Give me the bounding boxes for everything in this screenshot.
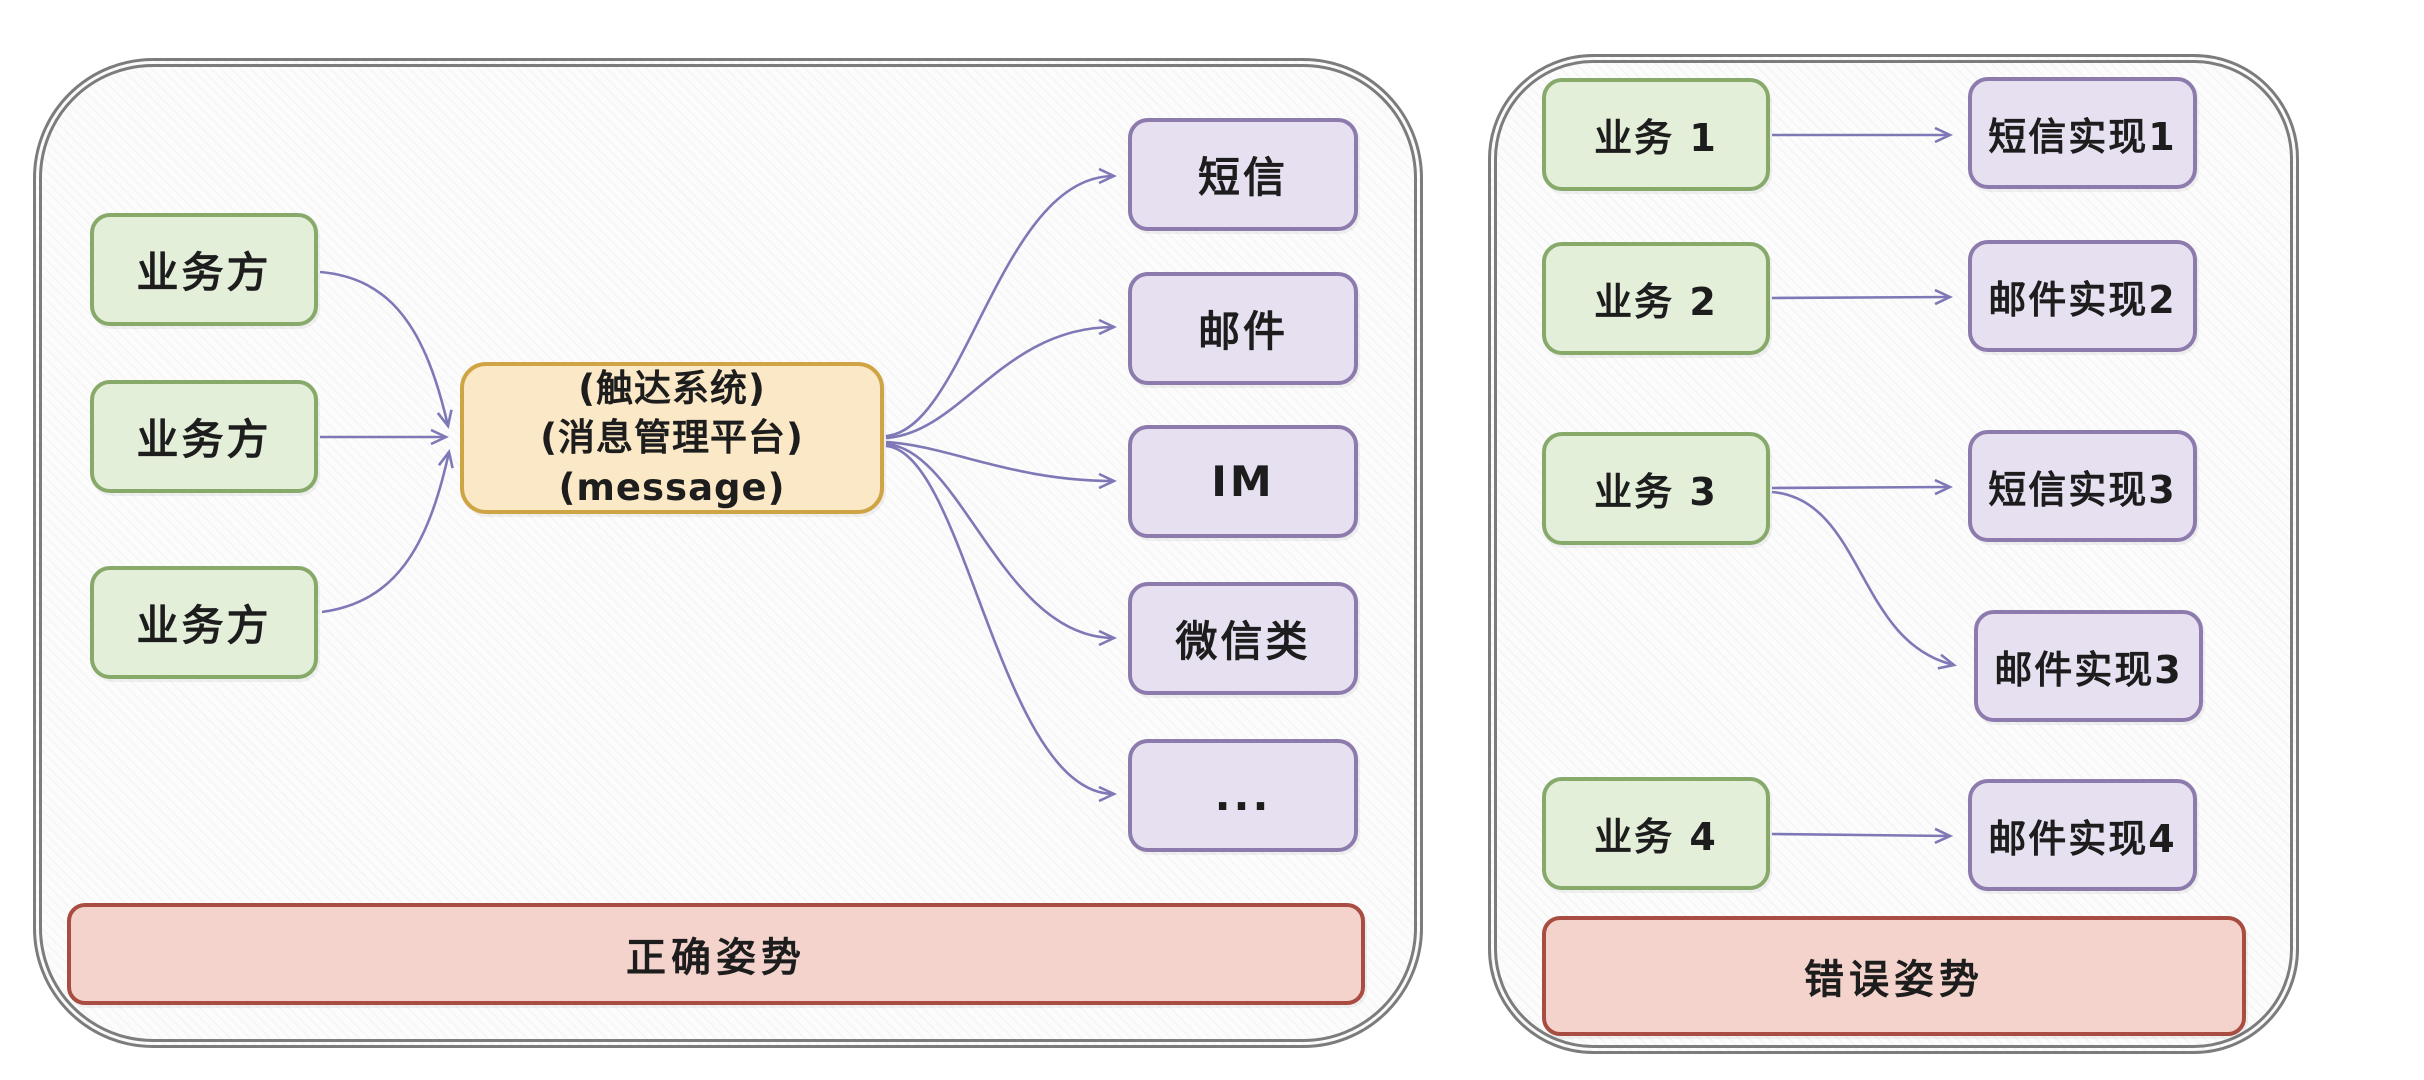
business-box-1: 业务 1 — [1542, 78, 1770, 191]
business-source-box-2: 业务方 — [90, 380, 318, 493]
impl-box-email3: 邮件实现3 — [1974, 610, 2203, 722]
channel-box-wechat: 微信类 — [1128, 582, 1358, 695]
right-panel — [1488, 54, 2299, 1054]
impl-box-sms1: 短信实现1 — [1968, 77, 2197, 189]
impl-box-sms3: 短信实现3 — [1968, 430, 2197, 542]
channel-box-more: ... — [1128, 739, 1358, 852]
wrong-approach-banner: 错误姿势 — [1542, 916, 2246, 1036]
impl-box-email4: 邮件实现4 — [1968, 779, 2197, 891]
hub-line-2: (消息管理平台) — [540, 416, 804, 460]
correct-approach-banner: 正确姿势 — [67, 903, 1365, 1005]
business-box-3: 业务 3 — [1542, 432, 1770, 545]
channel-box-im: IM — [1128, 425, 1358, 538]
channel-box-sms: 短信 — [1128, 118, 1358, 231]
business-box-4: 业务 4 — [1542, 777, 1770, 890]
message-hub-box: (触达系统) (消息管理平台) (message) — [460, 362, 884, 514]
hub-line-3: (message) — [558, 465, 786, 509]
business-source-box-1: 业务方 — [90, 213, 318, 326]
business-box-2: 业务 2 — [1542, 242, 1770, 355]
hub-line-1: (触达系统) — [578, 367, 766, 411]
business-source-box-3: 业务方 — [90, 566, 318, 679]
channel-box-email: 邮件 — [1128, 272, 1358, 385]
impl-box-email2: 邮件实现2 — [1968, 240, 2197, 352]
